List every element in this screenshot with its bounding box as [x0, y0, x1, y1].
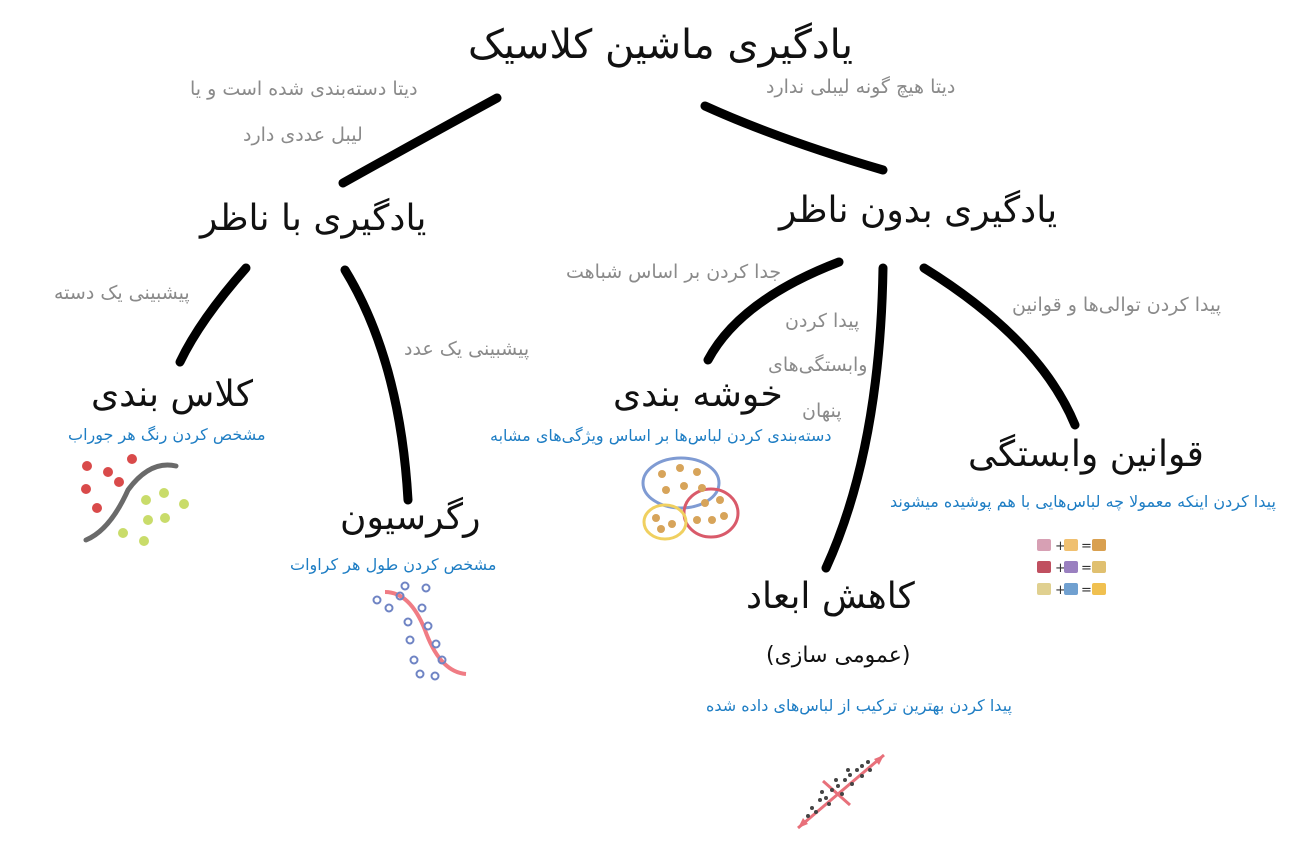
node-clustering: خوشه بندی — [613, 374, 783, 415]
regression-curve-icon — [372, 581, 467, 681]
edge-label-regression: پیشبینی یک عدد — [404, 338, 530, 360]
connector-root-supervised — [338, 93, 502, 188]
sublabel-dimreduction: (عمومی سازی) — [766, 643, 911, 668]
connector-supervised-regression — [340, 265, 413, 505]
desc-regression: مشخص کردن طول هر کراوات — [290, 555, 497, 574]
edge-label-association: پیدا کردن توالی‌ها و قوانین — [1012, 294, 1222, 316]
node-classification: کلاس بندی — [91, 374, 253, 415]
association-emoji-icon: + = + = + = — [1037, 539, 1106, 598]
connector-unsupervised-clustering — [703, 257, 844, 365]
node-association: قوانین وابستگی — [968, 434, 1204, 475]
connector-supervised-classification — [175, 263, 251, 367]
svg-text:=: = — [1081, 583, 1092, 598]
cluster-groups-icon — [641, 456, 740, 541]
svg-text:=: = — [1081, 539, 1092, 554]
edge-label-dimreduction-3: پنهان — [802, 400, 842, 422]
connector-root-unsupervised — [700, 101, 888, 175]
desc-classification: مشخص کردن رنگ هر جوراب — [68, 425, 266, 444]
edge-label-supervised-1: دیتا دسته‌بندی شده است و یا — [190, 78, 418, 100]
diagram-title: یادگیری ماشین کلاسیک — [468, 22, 853, 68]
edge-label-classification: پیشبینی یک دسته — [54, 282, 190, 304]
edge-label-unsupervised: دیتا هیچ گونه لیبلی ندارد — [766, 76, 956, 98]
node-unsupervised: یادگیری بدون ناظر — [779, 190, 1058, 231]
node-dimreduction: کاهش ابعاد — [746, 576, 915, 617]
node-supervised: یادگیری با ناظر — [200, 198, 427, 239]
edge-label-clustering: جدا کردن بر اساس شباهت — [566, 261, 782, 283]
dimension-reduction-icon — [797, 753, 885, 830]
svg-text:=: = — [1081, 561, 1092, 576]
edge-label-supervised-2: لیبل عددی دارد — [243, 124, 363, 146]
desc-association: پیدا کردن اینکه معمولا چه لباس‌هایی با ه… — [890, 492, 1276, 511]
svg-text:+: + — [1055, 583, 1066, 598]
svg-text:+: + — [1055, 539, 1066, 554]
desc-clustering: دسته‌بندی کردن لباس‌ها بر اساس ویژگی‌های… — [490, 426, 832, 445]
classification-scatter-icon — [81, 454, 189, 546]
edge-label-dimreduction-2: وابستگی‌های — [768, 354, 868, 376]
edge-label-dimreduction-1: پیدا کردن — [785, 310, 860, 332]
connector-unsupervised-dimreduction — [821, 263, 888, 573]
connector-unsupervised-association — [919, 263, 1080, 430]
node-regression: رگرسیون — [340, 497, 481, 538]
desc-dimreduction: پیدا کردن بهترین ترکیب از لباس‌های داده … — [706, 696, 1012, 715]
svg-text:+: + — [1055, 561, 1066, 576]
